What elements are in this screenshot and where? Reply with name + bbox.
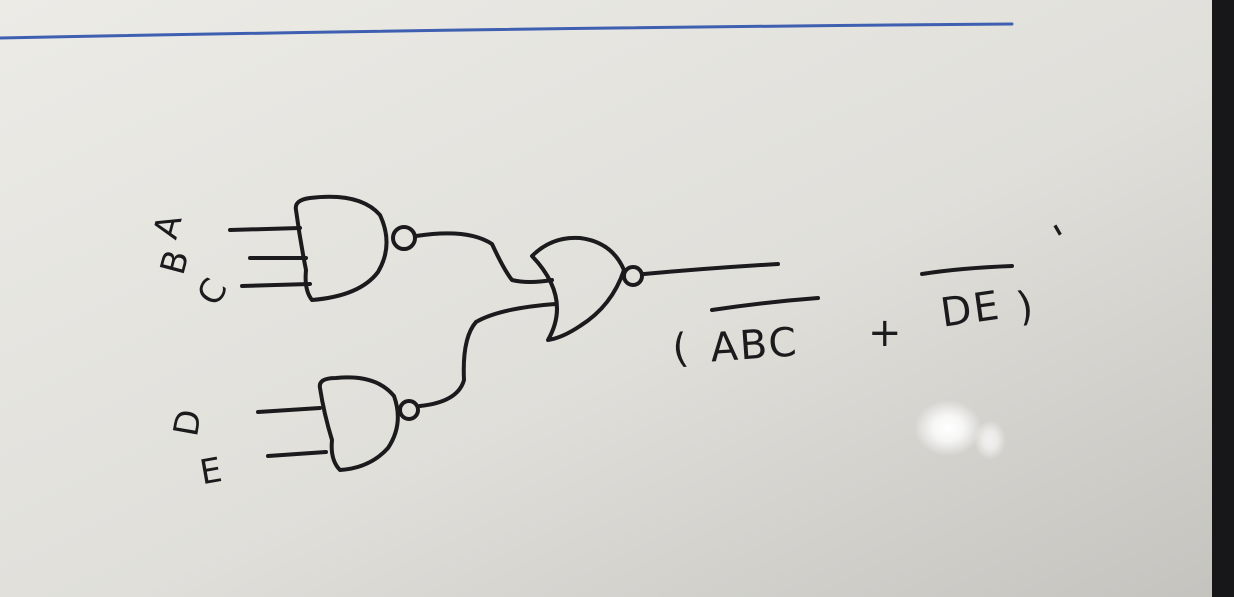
expr-plus: + <box>868 310 904 356</box>
expr-open-paren: ( <box>670 325 692 373</box>
connection-wires <box>414 231 558 408</box>
expr-term-de: DE <box>938 283 1004 337</box>
screen-bezel <box>1212 0 1234 597</box>
nor-bubble <box>622 265 644 287</box>
output-expression: ( ABC + DE ) ' <box>670 216 1081 373</box>
nand-bubble-abc <box>391 225 417 251</box>
light-glare-small <box>974 420 1006 460</box>
expr-term-abc: ABC <box>709 319 800 371</box>
output-wire <box>642 262 780 276</box>
input-wires-abc <box>228 226 312 288</box>
light-glare <box>914 400 982 456</box>
input-wires-de <box>256 406 328 458</box>
overbar-de <box>920 264 1014 276</box>
nand-gate-abc <box>293 194 417 302</box>
ruled-line <box>0 22 1014 40</box>
nand-bubble-de <box>398 399 420 421</box>
overbar-abc <box>710 296 820 312</box>
nand-gate-de <box>317 375 420 472</box>
nor-gate <box>530 235 780 342</box>
